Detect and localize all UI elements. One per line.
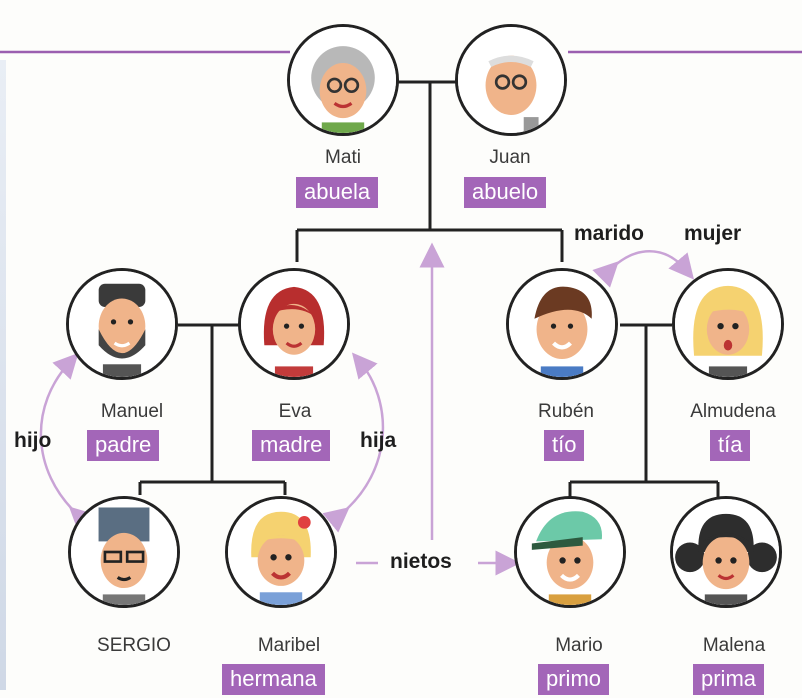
hija-arrow <box>322 352 385 533</box>
maribel-role-badge: hermana <box>222 664 325 696</box>
malena-name: Malena <box>702 635 766 656</box>
sergio-avatar <box>68 496 180 608</box>
malena-role-badge: prima <box>693 664 765 696</box>
manuel-role-badge: padre <box>87 430 160 462</box>
manuel-name: Manuel <box>100 401 164 422</box>
juan-role-badge: abuelo <box>464 177 547 209</box>
mario-avatar <box>514 496 626 608</box>
mother-avatar <box>238 268 350 380</box>
eva-role-badge: madre <box>252 430 331 462</box>
sergio-name: SERGIO <box>97 635 171 656</box>
uncle-avatar <box>506 268 618 380</box>
father-avatar <box>66 268 178 380</box>
hija-label: hija <box>360 429 397 452</box>
ruben-name: Rubén <box>538 401 594 422</box>
juan-name: Juan <box>489 147 531 168</box>
mario-role-badge: primo <box>538 664 610 696</box>
hijo-arrow <box>39 352 96 533</box>
almudena-role-badge: tía <box>710 430 751 462</box>
eva-name: Eva <box>278 401 312 422</box>
marido-mujer-arrow <box>592 250 695 288</box>
mati-name: Mati <box>325 147 361 168</box>
grandmother-avatar <box>287 24 399 136</box>
mario-name: Mario <box>555 635 603 656</box>
almudena-name: Almudena <box>690 401 776 422</box>
page-edge <box>0 60 6 690</box>
aunt-avatar <box>672 268 784 380</box>
mujer-label: mujer <box>684 222 742 245</box>
ruben-role-badge: tío <box>544 430 585 462</box>
mati-role-badge: abuela <box>296 177 379 209</box>
maribel-avatar <box>225 496 337 608</box>
malena-avatar <box>670 496 782 608</box>
hijo-label: hijo <box>14 429 52 452</box>
grandfather-avatar <box>455 24 567 136</box>
nietos-label: nietos <box>390 550 452 573</box>
marido-label: marido <box>574 222 645 245</box>
maribel-name: Maribel <box>257 635 321 656</box>
